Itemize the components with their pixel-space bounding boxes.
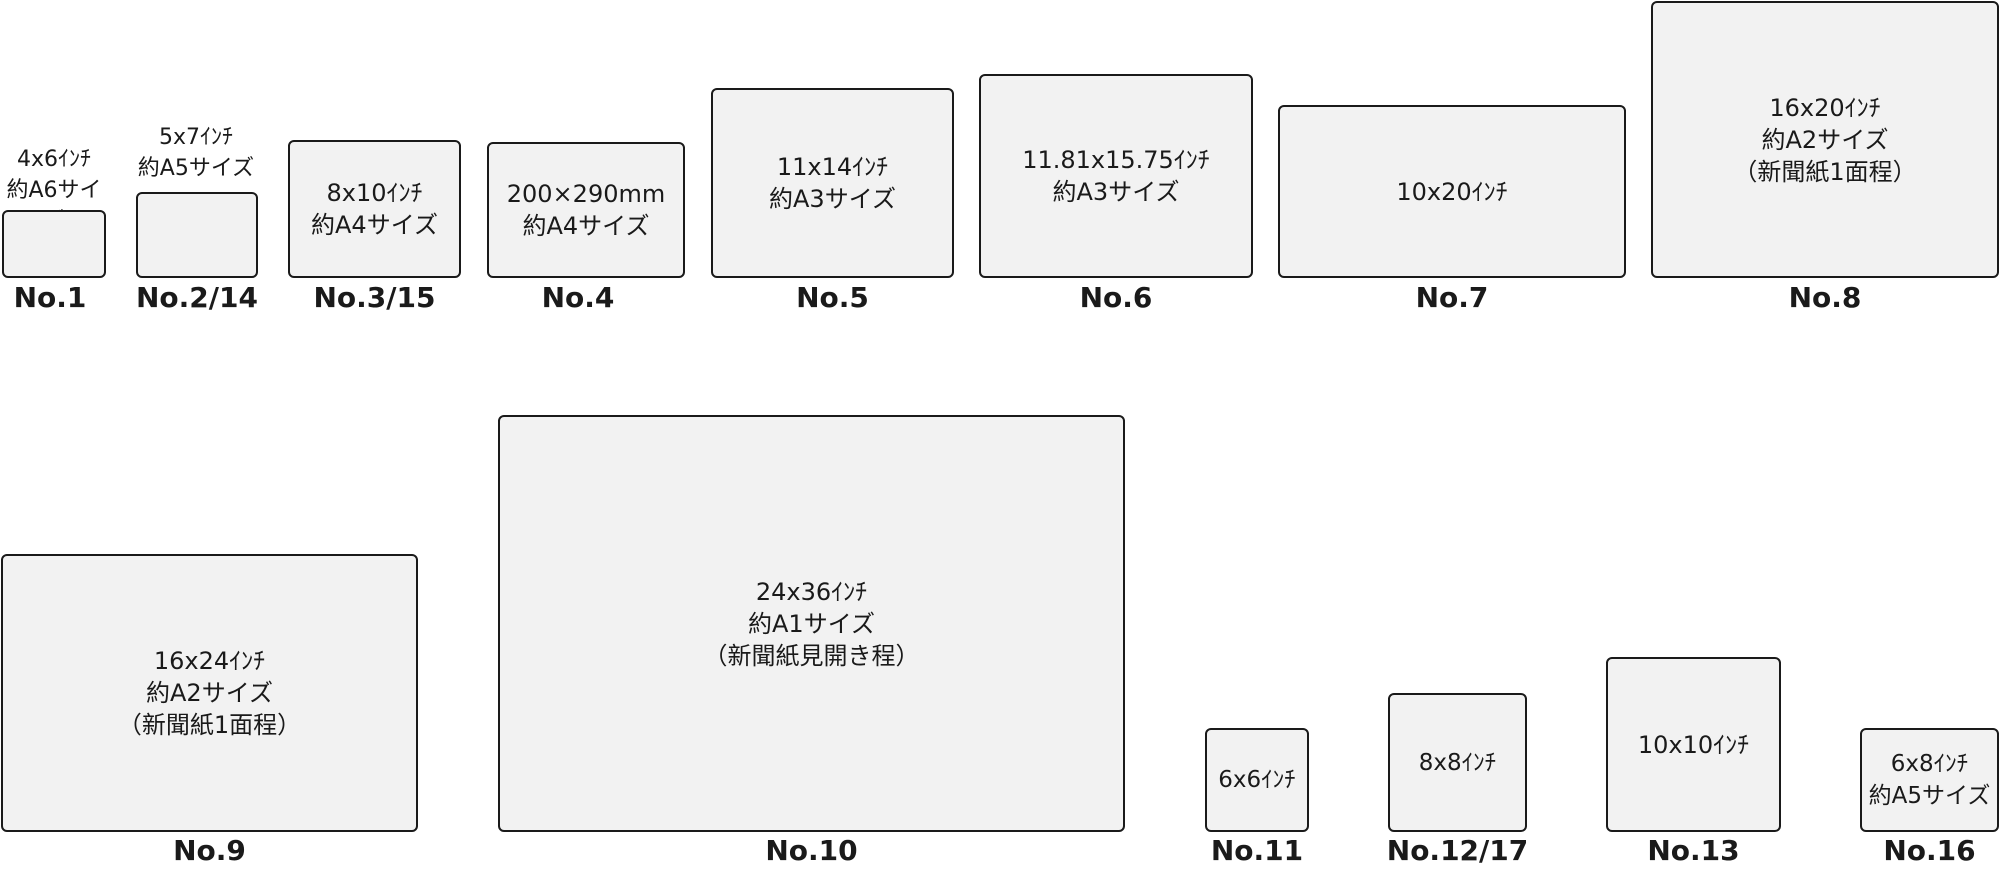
frame-no9-label: No.9: [173, 834, 246, 867]
frame-no9: 16x24ｲﾝﾁ 約A2サイズ （新聞紙1面程）: [1, 554, 418, 832]
frame-no16: 6x8ｲﾝﾁ 約A5サイズ: [1860, 728, 1999, 832]
frame-no11-size-text: 6x6ｲﾝﾁ: [1218, 767, 1296, 793]
frame-no5-size-text: 11x14ｲﾝﾁ 約A3サイズ: [769, 153, 896, 213]
frame-no5: 11x14ｲﾝﾁ 約A3サイズ: [711, 88, 954, 278]
frame-no6-label: No.6: [1079, 281, 1153, 314]
frame-no3-label: No.3/15: [313, 281, 436, 314]
frame-no13-size-text: 10x10ｲﾝﾁ: [1637, 730, 1750, 759]
frame-no12-size-text: 8x8ｲﾝﾁ: [1418, 749, 1497, 776]
frame-no8: 16x20ｲﾝﾁ 約A2サイズ （新聞紙1面程）: [1651, 1, 1999, 278]
frame-no7-size-text: 10x20ｲﾝﾁ: [1396, 177, 1508, 206]
frame-no2: [136, 192, 258, 278]
frame-no6-size-text: 11.81x15.75ｲﾝﾁ 約A3サイズ: [1022, 146, 1210, 206]
frame-no8-label: No.8: [1788, 281, 1862, 314]
frame-no7-label: No.7: [1415, 281, 1489, 314]
frame-no3-size-text: 8x10ｲﾝﾁ 約A4サイズ: [311, 179, 438, 239]
frame-no9-size-text: 16x24ｲﾝﾁ 約A2サイズ （新聞紙1面程）: [117, 647, 302, 739]
frame-no1: [2, 210, 106, 278]
frame-no4-label: No.4: [541, 281, 615, 314]
frame-no11: 6x6ｲﾝﾁ: [1205, 728, 1309, 832]
frame-no12: 8x8ｲﾝﾁ: [1388, 693, 1527, 832]
frame-no3: 8x10ｲﾝﾁ 約A4サイズ: [288, 140, 461, 278]
frame-no1-size-text: 4x6ｲﾝﾁ 約A6サイズ: [6, 147, 102, 234]
frame-no10-label: No.10: [765, 834, 858, 867]
frame-no12-label: No.12/17: [1386, 834, 1529, 867]
frame-no4: 200×290mm 約A4サイズ: [487, 142, 685, 278]
frame-no2-label: No.2/14: [136, 281, 258, 314]
frame-no10-size-text: 24x36ｲﾝﾁ 約A1サイズ （新聞紙見開き程）: [703, 577, 920, 670]
frame-no16-label: No.16: [1883, 834, 1976, 867]
frame-no6: 11.81x15.75ｲﾝﾁ 約A3サイズ: [979, 74, 1253, 278]
frame-no8-size-text: 16x20ｲﾝﾁ 約A2サイズ （新聞紙1面程）: [1733, 93, 1917, 186]
frame-no5-label: No.5: [796, 281, 869, 314]
frame-no2-size-text: 5x7ｲﾝﾁ 約A5サイズ: [137, 125, 255, 181]
frame-no11-label: No.11: [1210, 834, 1304, 867]
frame-no13: 10x10ｲﾝﾁ: [1606, 657, 1781, 832]
frame-no7: 10x20ｲﾝﾁ: [1278, 105, 1626, 278]
frame-no16-size-text: 6x8ｲﾝﾁ 約A5サイズ: [1868, 751, 1991, 809]
frame-no10: 24x36ｲﾝﾁ 約A1サイズ （新聞紙見開き程）: [498, 415, 1125, 832]
frame-no4-size-text: 200×290mm 約A4サイズ: [506, 180, 666, 240]
frame-no13-label: No.13: [1647, 834, 1740, 867]
frame-no1-label: No.1: [13, 281, 87, 314]
